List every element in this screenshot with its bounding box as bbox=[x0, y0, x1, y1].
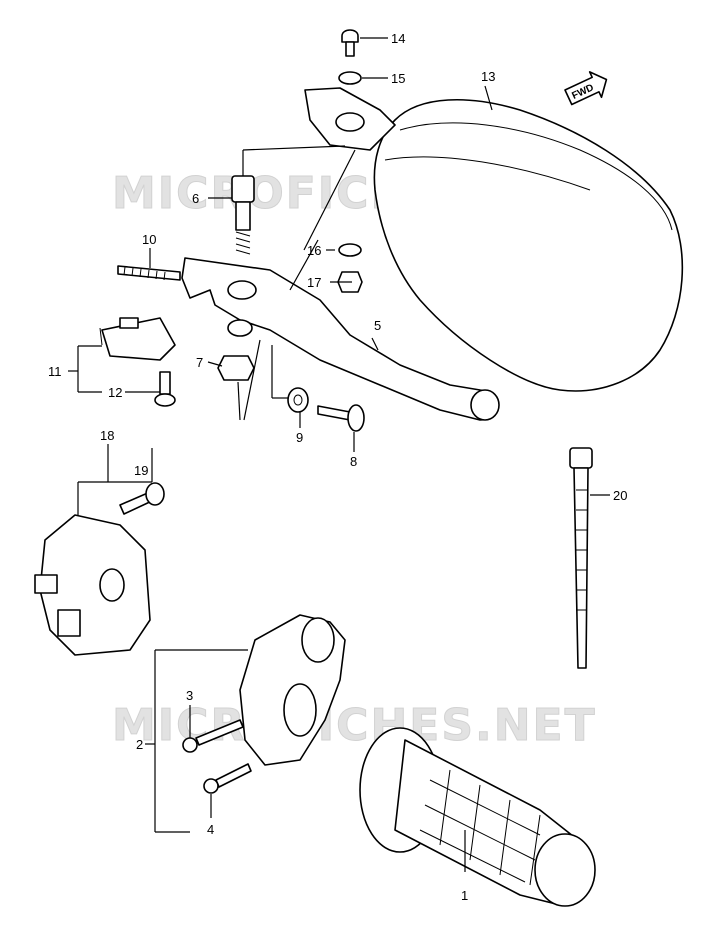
leader-lines bbox=[68, 37, 610, 872]
collar-9 bbox=[287, 387, 309, 413]
callout-19: 19 bbox=[134, 463, 148, 478]
callout-18: 18 bbox=[100, 428, 114, 443]
callout-15: 15 bbox=[391, 71, 405, 86]
callout-14: 14 bbox=[391, 31, 405, 46]
screw-4 bbox=[203, 763, 252, 794]
callout-4: 4 bbox=[207, 822, 214, 837]
screw-3 bbox=[182, 719, 244, 753]
pivot-bolt-6 bbox=[231, 175, 255, 255]
screw-19 bbox=[119, 482, 165, 515]
throttle-housing-2 bbox=[239, 614, 346, 766]
callout-3: 3 bbox=[186, 688, 193, 703]
adjuster-screw-10 bbox=[117, 265, 181, 281]
callout-16: 16 bbox=[307, 243, 321, 258]
callout-17: 17 bbox=[307, 275, 321, 290]
washer-16 bbox=[338, 243, 362, 257]
switch-box-18 bbox=[34, 514, 151, 656]
screw-12 bbox=[154, 371, 176, 407]
callout-20: 20 bbox=[613, 488, 627, 503]
bolt-8 bbox=[317, 404, 365, 432]
hand-guard bbox=[304, 87, 684, 392]
callout-7: 7 bbox=[196, 355, 203, 370]
callout-2: 2 bbox=[136, 737, 143, 752]
callout-1: 1 bbox=[461, 888, 468, 903]
fwd-arrow-badge: FWD bbox=[564, 71, 608, 106]
cable-tie-20 bbox=[569, 447, 593, 669]
callout-5: 5 bbox=[374, 318, 381, 333]
washer-15 bbox=[338, 71, 362, 85]
callout-8: 8 bbox=[350, 454, 357, 469]
clutch-lever-5 bbox=[181, 257, 500, 421]
lever-switch-11 bbox=[99, 317, 176, 361]
callout-9: 9 bbox=[296, 430, 303, 445]
callout-6: 6 bbox=[192, 191, 199, 206]
callout-10: 10 bbox=[142, 232, 156, 247]
nut-7 bbox=[217, 355, 255, 381]
callout-13: 13 bbox=[481, 69, 495, 84]
throttle-grip-1 bbox=[359, 727, 596, 907]
callout-11: 11 bbox=[48, 364, 62, 379]
callout-12: 12 bbox=[108, 385, 122, 400]
screw-14 bbox=[341, 29, 359, 57]
